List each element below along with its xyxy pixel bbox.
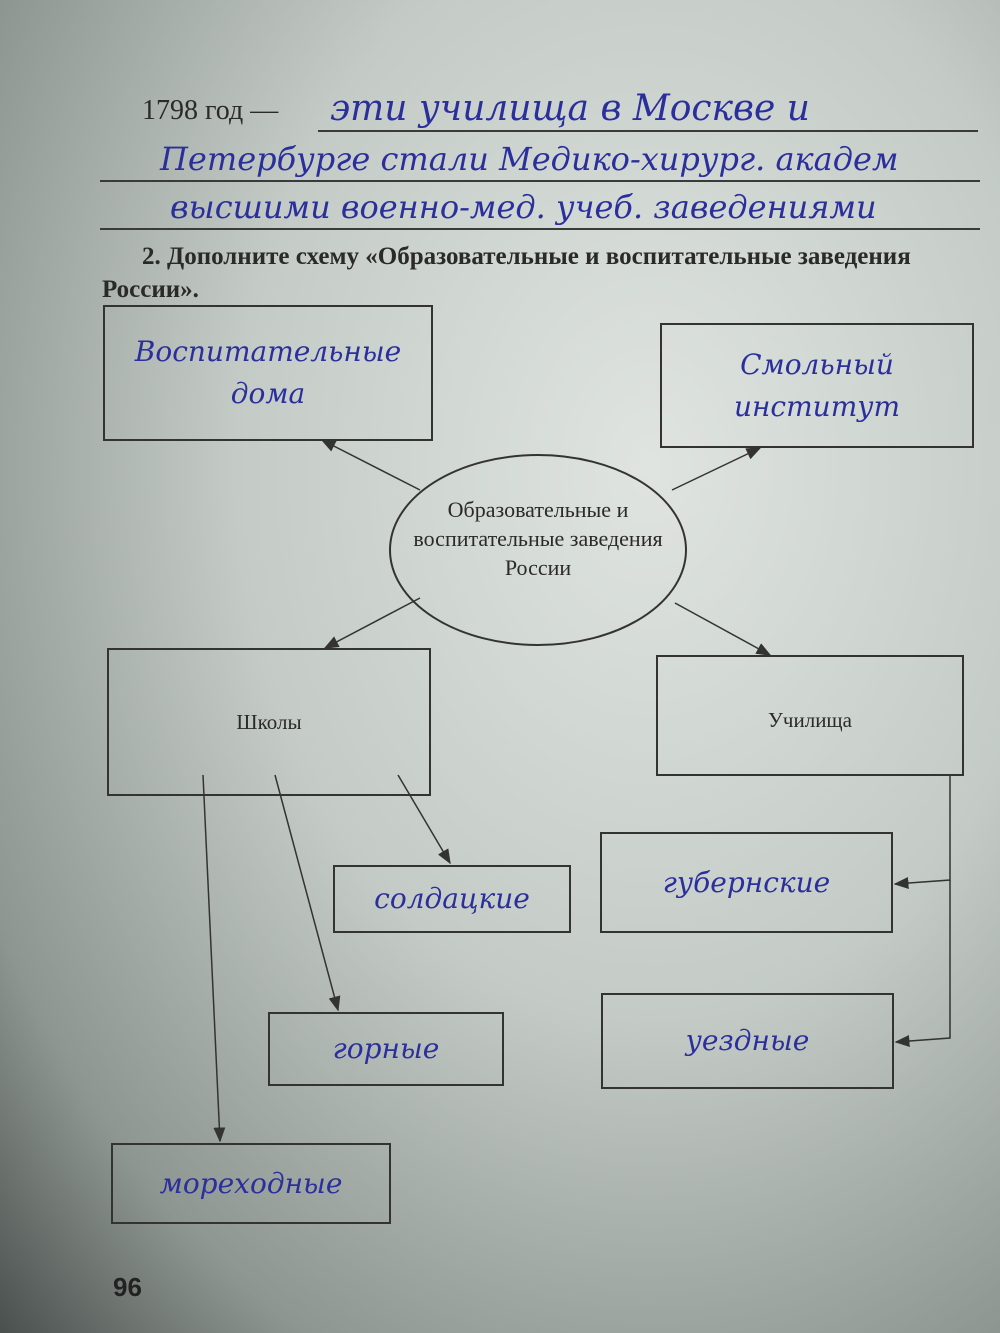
box-text: Школы <box>236 709 302 734</box>
answer-line-2 <box>100 180 980 182</box>
box-text: мореходные <box>159 1166 343 1200</box>
arrow-to-navigation <box>202 774 226 1143</box>
arrow-to-soldiers <box>397 774 451 865</box>
answer-line-1 <box>318 130 978 132</box>
box-provincial[interactable]: губернские <box>600 832 893 933</box>
arrow-to-district <box>894 880 951 1047</box>
box-text: солдацкие <box>374 882 530 915</box>
box-top-left[interactable]: Воспитательные дома <box>103 305 433 441</box>
box-schools: Школы <box>107 648 431 796</box>
box-navigation[interactable]: мореходные <box>111 1143 391 1224</box>
box-colleges: Училища <box>656 655 964 776</box>
handwritten-answer-3[interactable]: высшими военно-мед. учеб. заведениями <box>170 188 877 226</box>
box-text: Училища <box>768 708 852 732</box>
box-soldiers[interactable]: солдацкие <box>333 865 571 933</box>
box-text: губернские <box>662 865 831 899</box>
box-text: горные <box>332 1032 440 1065</box>
box-mining[interactable]: горные <box>268 1012 504 1086</box>
arrow-to-provincial <box>893 774 951 890</box>
center-label: Образовательные и воспитательные заведен… <box>413 497 663 580</box>
center-ellipse <box>389 454 687 646</box>
handwritten-answer-1[interactable]: эти училища в Москве и <box>330 88 810 129</box>
box-text: уездные <box>685 1024 810 1057</box>
arrow-to-schools <box>323 597 421 649</box>
arrow-to-mining <box>274 774 341 1012</box>
handwritten-answer-2[interactable]: Петербурге стали Медико-хирург. академ <box>160 140 899 178</box>
box-text: Смольный институт <box>733 347 901 423</box>
box-district[interactable]: уездные <box>601 993 894 1089</box>
box-top-right[interactable]: Смольный институт <box>660 323 974 448</box>
arrow-to-colleges <box>674 602 772 656</box>
box-text: Воспитательные дома <box>134 335 402 410</box>
answer-label: 1798 год — <box>142 95 279 126</box>
answer-line-3 <box>100 228 980 230</box>
arrow-to-top-left <box>320 439 421 491</box>
page-number: 96 <box>113 1272 142 1302</box>
arrow-to-top-right <box>671 447 762 491</box>
task-heading: 2. Дополните схему «Образовательные и во… <box>102 243 911 303</box>
